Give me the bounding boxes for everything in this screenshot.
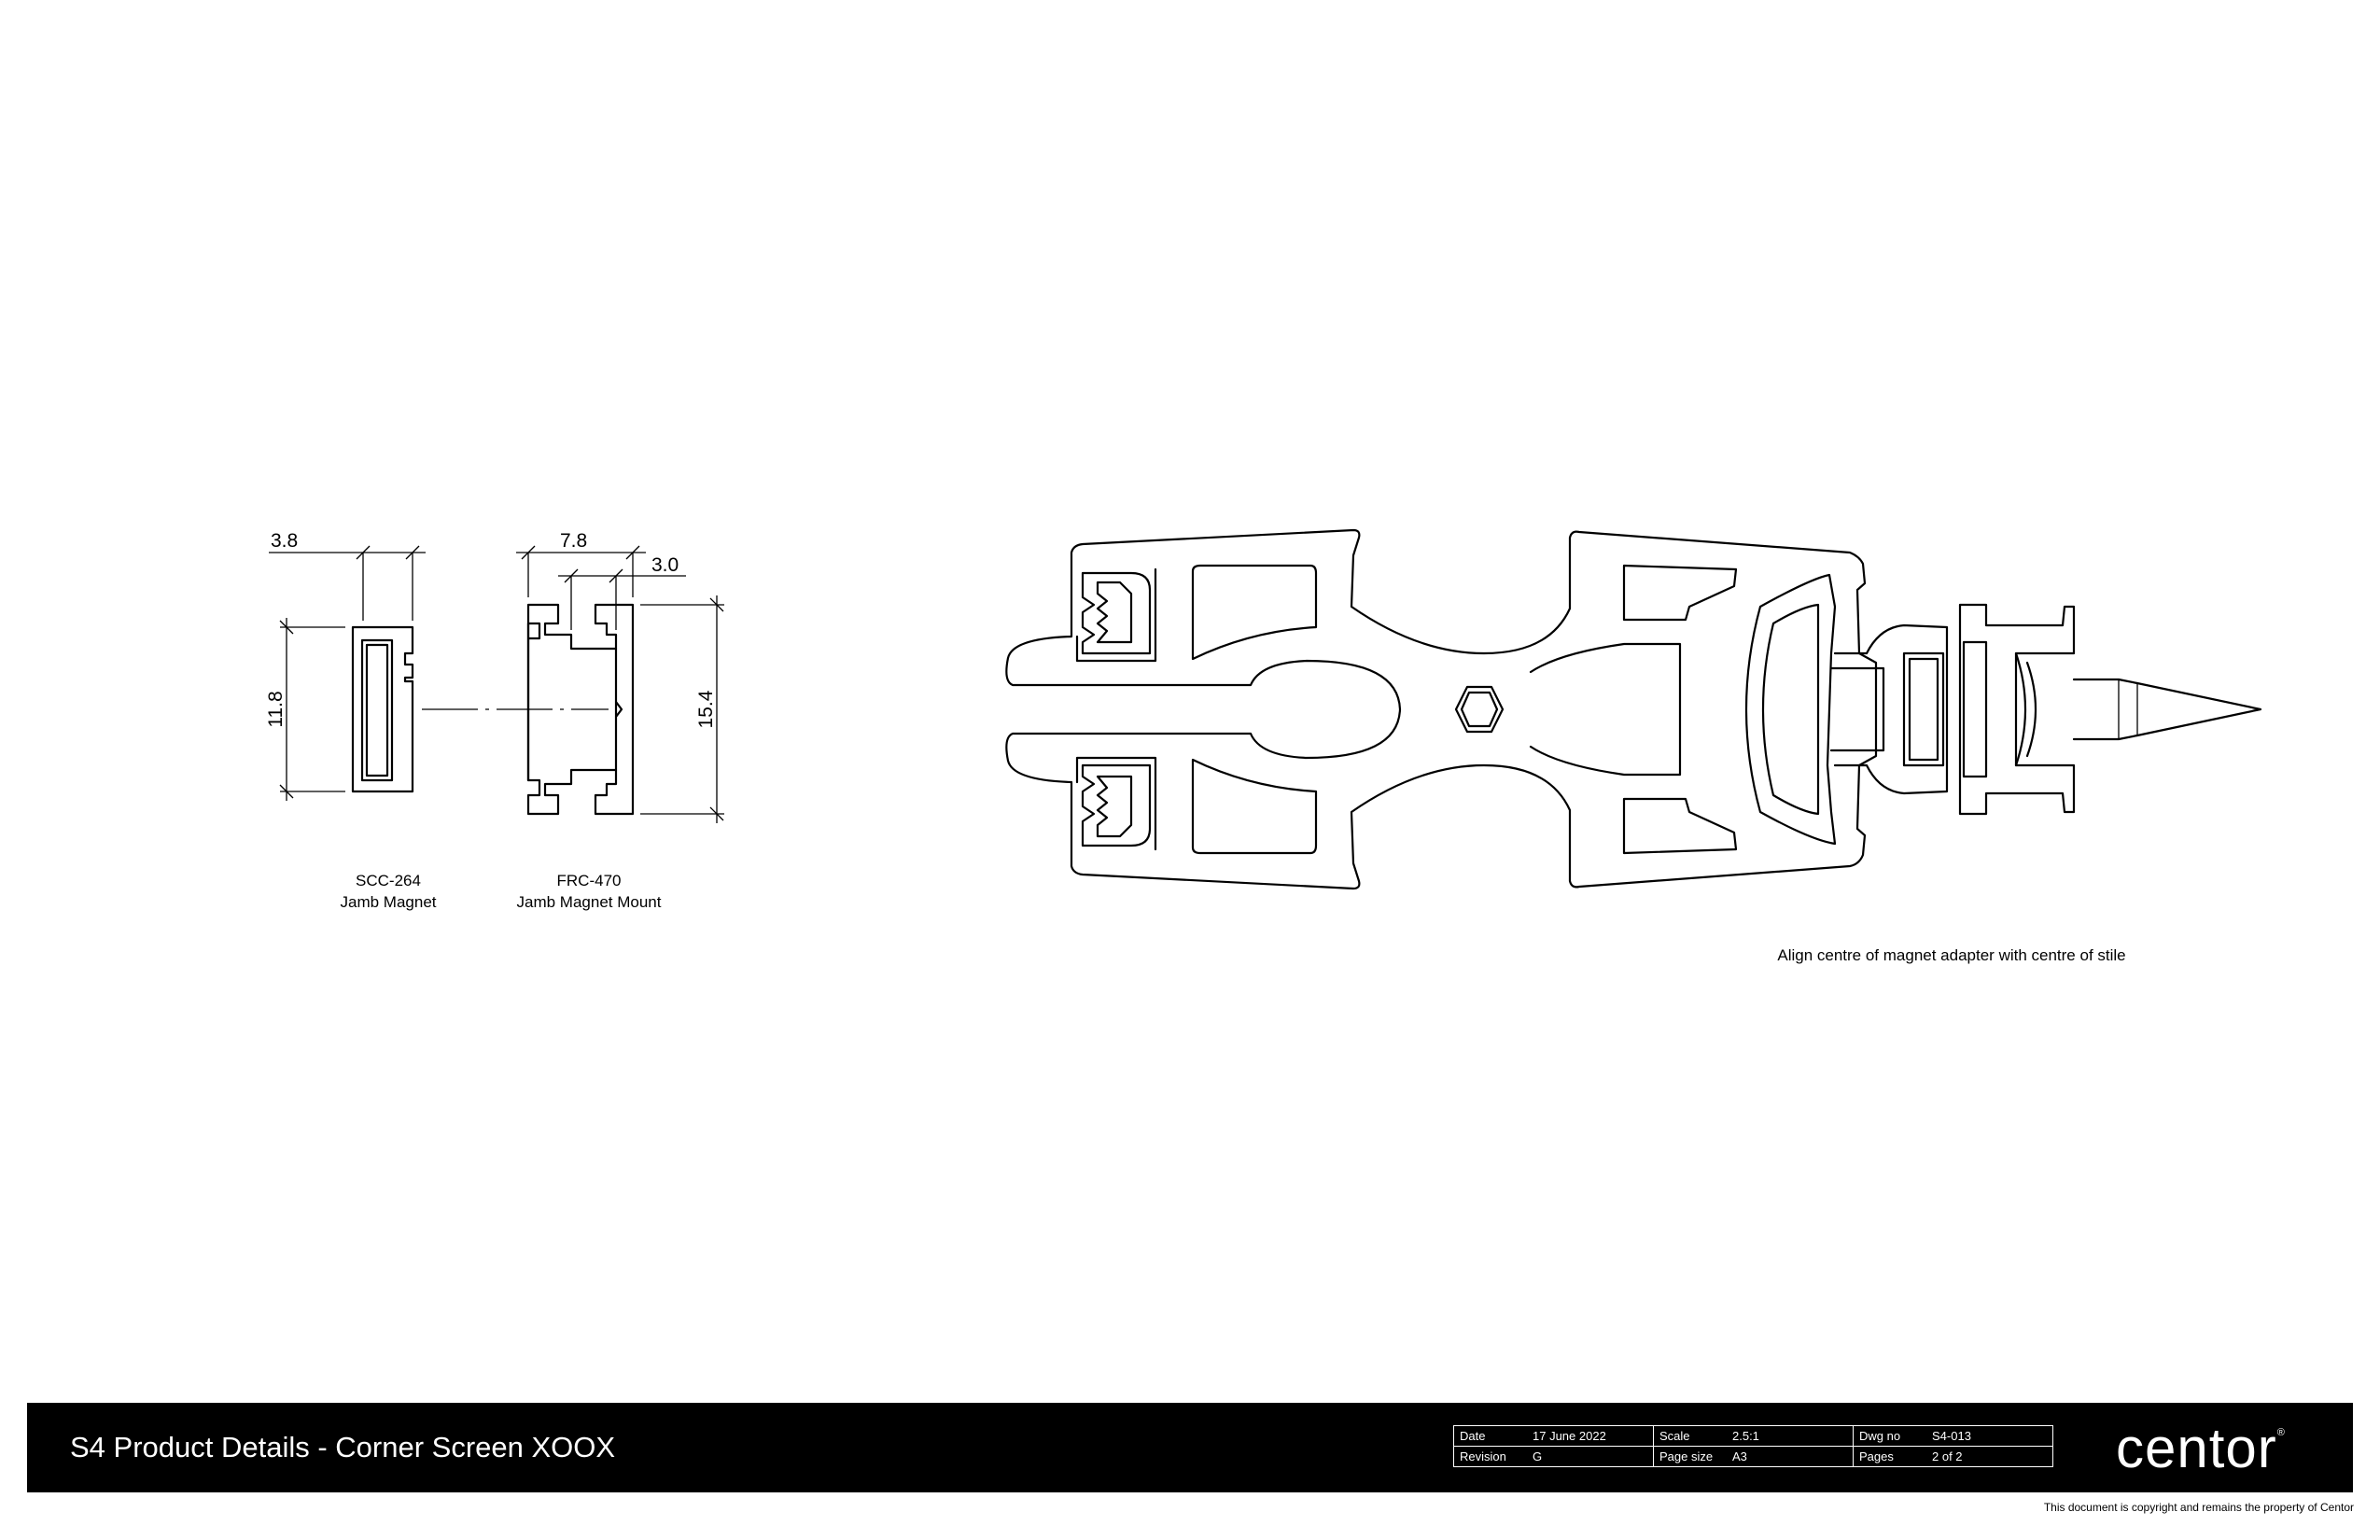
mount-width-dimension: 7.8: [516, 530, 646, 597]
page-size-value: A3: [1727, 1446, 1854, 1467]
pages-label: Pages: [1853, 1446, 1926, 1467]
mount-width-value: 7.8: [560, 530, 587, 552]
part-code-scc264: SCC-264: [356, 872, 421, 889]
part-code-frc470: FRC-470: [557, 872, 622, 889]
revision-label: Revision: [1453, 1446, 1527, 1467]
mount-slot-dimension: 3.0: [558, 554, 686, 630]
copyright-notice: This document is copyright and remains t…: [2043, 1501, 2354, 1514]
dwg-no-label: Dwg no: [1853, 1425, 1926, 1447]
alignment-note: Align centre of magnet adapter with cent…: [1777, 946, 2125, 964]
date-value: 17 June 2022: [1527, 1425, 1654, 1447]
title-bar: S4 Product Details - Corner Screen XOOX …: [27, 1403, 2353, 1492]
part-name-jamb-magnet: Jamb Magnet: [341, 893, 437, 911]
magnet-height-value: 11.8: [265, 691, 287, 727]
magnet-width-dimension: 3.8: [269, 530, 426, 621]
magnet-height-dimension: 11.8: [265, 618, 345, 801]
jamb-magnet-profile: [351, 625, 414, 793]
centor-logo: centor®: [2116, 1416, 2286, 1480]
mount-height-dimension: 15.4: [640, 595, 724, 823]
magnet-width-value: 3.8: [271, 530, 298, 552]
stile-assembly-section: [1005, 528, 2262, 890]
page-size-label: Page size: [1653, 1446, 1727, 1467]
logo-wordmark: centor: [2116, 1417, 2277, 1479]
registered-mark: ®: [2276, 1427, 2286, 1438]
mount-height-value: 15.4: [695, 690, 717, 728]
mount-slot-value: 3.0: [651, 554, 679, 576]
title-block-row: Date 17 June 2022 Scale 2.5:1 Dwg no S4-…: [1453, 1425, 2053, 1447]
part-name-jamb-magnet-mount: Jamb Magnet Mount: [517, 893, 662, 911]
scale-label: Scale: [1653, 1425, 1727, 1447]
scale-value: 2.5:1: [1727, 1425, 1854, 1447]
revision-value: G: [1527, 1446, 1654, 1467]
drawing-title: S4 Product Details - Corner Screen XOOX: [70, 1431, 616, 1463]
title-block-row: Revision G Page size A3 Pages 2 of 2: [1453, 1446, 2053, 1467]
jamb-magnet-mount-profile: [526, 603, 635, 816]
pages-value: 2 of 2: [1926, 1446, 2053, 1467]
date-label: Date: [1453, 1425, 1527, 1447]
dwg-no-value: S4-013: [1926, 1425, 2053, 1447]
title-block-table: Date 17 June 2022 Scale 2.5:1 Dwg no S4-…: [1453, 1425, 2053, 1467]
